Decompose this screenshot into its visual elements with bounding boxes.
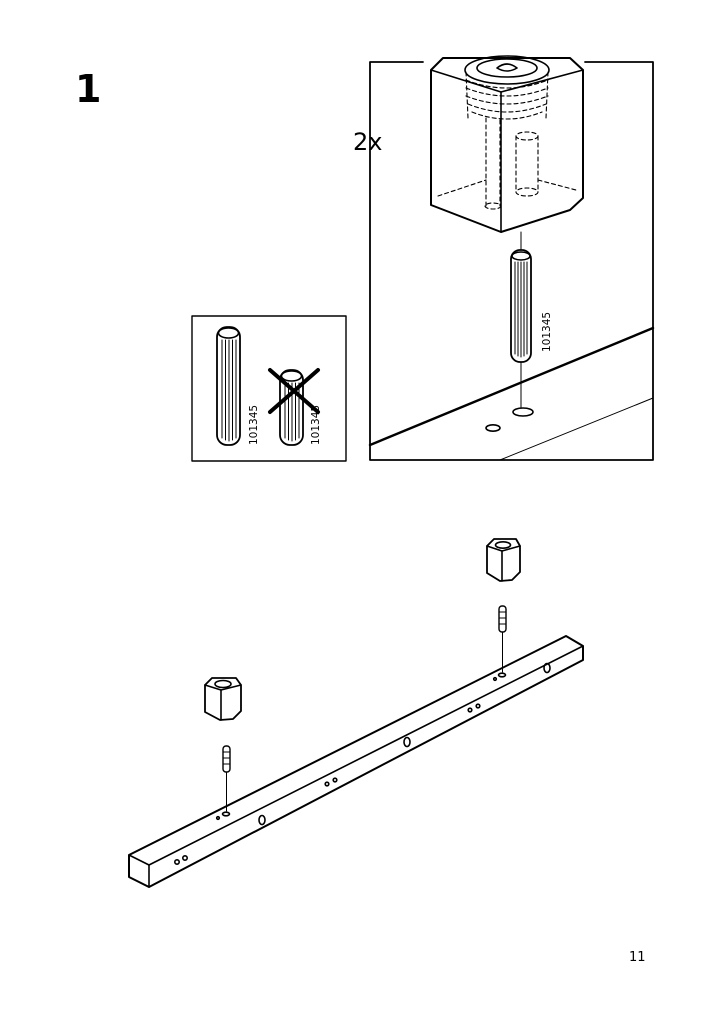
step-number: 1 — [75, 67, 102, 111]
leg-block-left — [204, 677, 242, 721]
page-number: 11 — [629, 950, 646, 965]
part-code-label: 101345 — [541, 312, 553, 352]
wrong-dowel-code: 101345 — [310, 405, 322, 445]
rail — [128, 635, 584, 888]
dowel-detail — [510, 249, 532, 363]
leg-block-detail — [430, 55, 584, 233]
cross-mark-icon — [268, 368, 320, 414]
dowel-check-box — [191, 315, 347, 462]
detail-frame — [368, 61, 655, 461]
correct-dowel-code: 101345 — [248, 405, 260, 445]
correct-dowel — [216, 326, 241, 446]
leg-block-right — [486, 538, 521, 582]
dowel-left — [222, 745, 231, 812]
dowel-right — [498, 605, 507, 673]
quantity-label: 2x — [353, 128, 382, 156]
